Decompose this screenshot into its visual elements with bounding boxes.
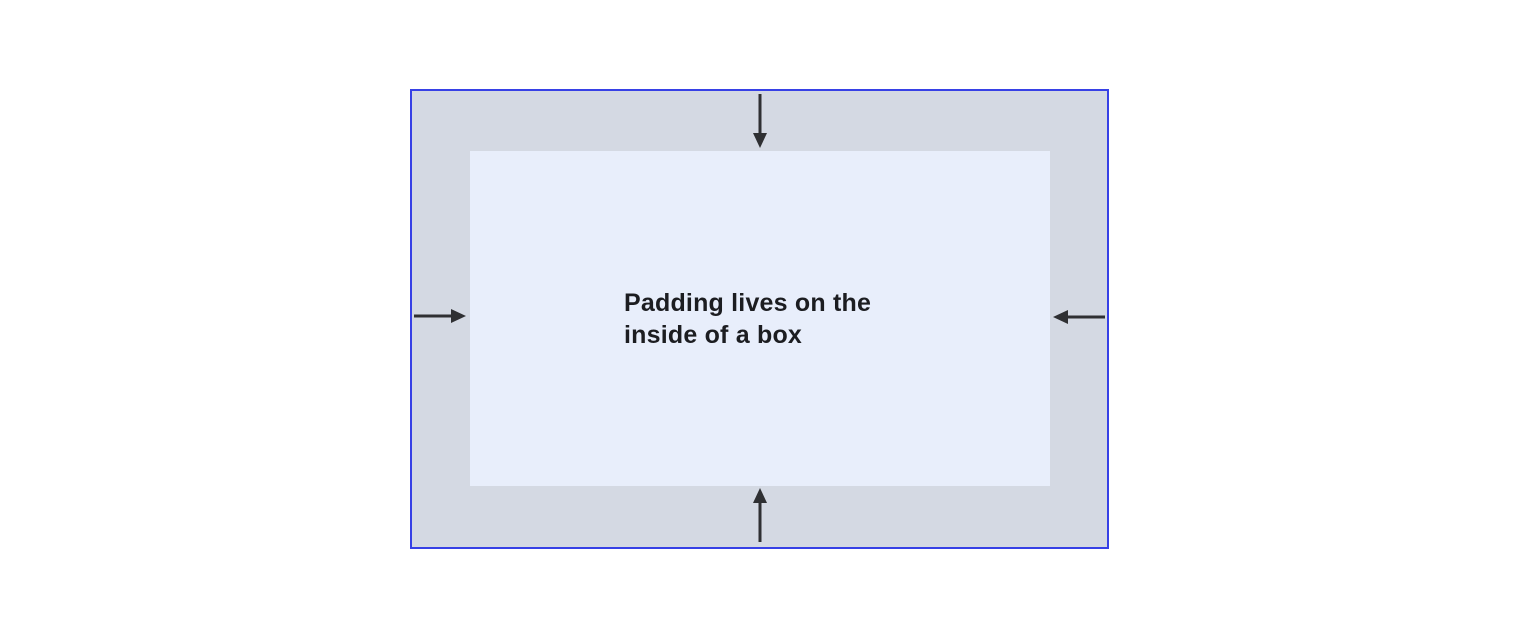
content-box: Padding lives on the inside of a box bbox=[470, 151, 1050, 486]
arrow-down-icon bbox=[753, 94, 767, 148]
arrow-up-icon bbox=[753, 488, 767, 542]
padding-label: Padding lives on the inside of a box bbox=[624, 287, 896, 351]
padding-label-line-2: inside of a box bbox=[624, 320, 803, 349]
arrow-right-icon bbox=[414, 309, 466, 323]
padding-label-line-1: Padding lives on the bbox=[624, 288, 872, 317]
arrow-left-icon bbox=[1053, 310, 1105, 324]
